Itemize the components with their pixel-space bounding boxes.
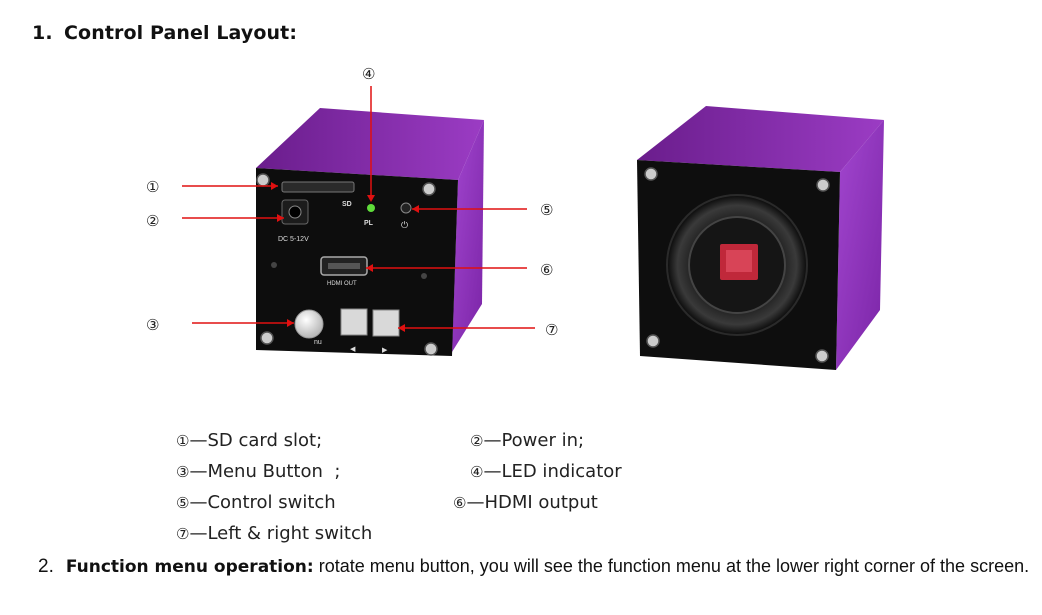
section-1-heading: 1. Control Panel Layout: [32, 22, 297, 44]
callout-6: ⑥ [540, 261, 553, 279]
callout-7: ⑦ [545, 321, 558, 339]
screw-icon [815, 349, 829, 363]
screw-hole-icon [271, 262, 277, 268]
legend-item-2: ②—Power in; [470, 430, 584, 451]
arrow-head-icon [398, 324, 405, 332]
legend-text-7: —Left & right switch [189, 523, 373, 544]
arrow-head-icon [271, 182, 278, 190]
callout-3: ③ [146, 316, 159, 334]
screw-icon [816, 178, 830, 192]
left-arrow-icon: ◀ [350, 345, 356, 353]
camera-figure: SD DC 5-12V PL ⏻ HDMI OUT nu ◀ ▶ ① ② ③ [146, 65, 884, 370]
section-1-number: 1. [32, 22, 53, 44]
arrow-head-icon [277, 214, 284, 222]
legend-text-5: —Control switch [189, 492, 336, 513]
arrow-head-icon [366, 264, 373, 272]
legend-text-3: —Menu Button ; [189, 461, 341, 482]
camera-front-top [637, 106, 884, 172]
legend-marker-3: ③ [176, 463, 190, 481]
right-arrow-icon: ▶ [382, 346, 388, 354]
camera-front-view [637, 106, 884, 370]
legend-marker-6: ⑥ [453, 494, 467, 512]
legend-marker-1: ① [176, 432, 190, 450]
screw-icon [646, 334, 660, 348]
camera-front-side [836, 120, 884, 370]
legend-item-6: ⑥—HDMI output [453, 492, 598, 513]
legend-text-6: —HDMI output [466, 492, 598, 513]
sd-card-slot [281, 181, 355, 193]
led-indicator [367, 204, 375, 212]
menu-label: nu [314, 339, 322, 346]
screw-icon [644, 167, 658, 181]
legend-item-7: ⑦—Left & right switch [176, 523, 372, 544]
sd-label: SD [342, 201, 352, 208]
screw-icon [256, 173, 270, 187]
screw-icon [260, 331, 274, 345]
legend-item-5: ⑤—Control switch [176, 492, 336, 513]
lock-icon: ⏻ [401, 220, 408, 231]
legend-marker-5: ⑤ [176, 494, 190, 512]
pl-label: PL [364, 220, 374, 227]
callout-2: ② [146, 212, 159, 230]
legend-text-2: —Power in; [483, 430, 585, 451]
legend-marker-2: ② [470, 432, 484, 450]
image-sensor-inner [726, 250, 752, 272]
camera-back-side [452, 120, 484, 352]
callout-5: ⑤ [540, 201, 553, 219]
legend-text-4: —LED indicator [483, 461, 622, 482]
camera-back-view: SD DC 5-12V PL ⏻ HDMI OUT nu ◀ ▶ [256, 108, 484, 356]
legend-marker-4: ④ [470, 463, 484, 481]
legend-item-1: ①—SD card slot; [176, 430, 322, 451]
section-2-paragraph: 2. Function menu operation: rotate menu b… [38, 556, 1029, 578]
dc-label: DC 5-12V [278, 236, 309, 243]
section-2-bold-label: Function menu operation: [65, 557, 314, 577]
screw-icon [422, 182, 436, 196]
section-1-title: Control Panel Layout: [64, 22, 298, 44]
legend-text-1: —SD card slot; [189, 430, 323, 451]
screw-hole-icon [421, 273, 427, 279]
legend-marker-7: ⑦ [176, 525, 190, 543]
callouts: ① ② ③ ④ ⑤ ⑥ ⑦ [146, 65, 558, 339]
arrow-head-icon [287, 319, 294, 327]
arrow-head-icon [412, 205, 419, 213]
hdmi-port-pins [328, 263, 360, 269]
control-switch [400, 202, 412, 214]
menu-knob [294, 309, 324, 339]
legend-item-4: ④—LED indicator [470, 461, 622, 482]
hdmi-label: HDMI OUT [327, 281, 357, 287]
callout-1: ① [146, 178, 159, 196]
right-button [372, 309, 400, 337]
section-2-text: rotate menu button, you will see the fun… [313, 556, 1030, 576]
left-button [340, 308, 368, 336]
camera-back-top [256, 108, 484, 180]
arrow-head-icon [367, 195, 375, 202]
screw-icon [424, 342, 438, 356]
section-2-number: 2. [38, 556, 54, 577]
legend-item-3: ③—Menu Button ; [176, 461, 340, 482]
power-jack-hole-icon [288, 205, 302, 219]
callout-4: ④ [362, 65, 375, 83]
